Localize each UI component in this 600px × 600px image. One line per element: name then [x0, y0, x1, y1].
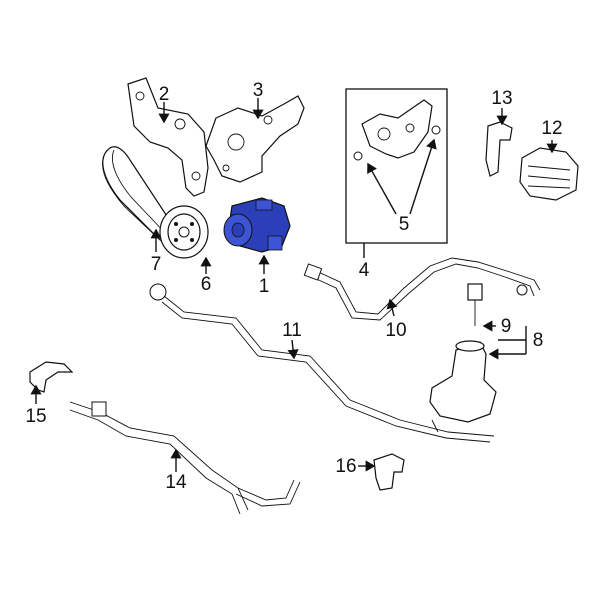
drive-belt: [102, 146, 181, 245]
callout-15: 15: [25, 406, 46, 427]
callout-1: 1: [259, 276, 270, 297]
hose-14: [69, 401, 301, 515]
callout-6: 6: [201, 274, 212, 295]
mounting-bracket: [127, 77, 209, 197]
callout-5: 5: [399, 214, 410, 235]
pressure-line: [149, 283, 495, 443]
callout-16: 16: [335, 456, 356, 477]
module: [519, 147, 579, 201]
reservoir-cap: [467, 283, 483, 326]
callout-13: 13: [491, 88, 512, 109]
power-steering-pump: [223, 197, 291, 253]
pulley: [159, 205, 209, 259]
callout-12: 12: [541, 118, 562, 139]
pump-bracket: [205, 95, 305, 183]
callout-11: 11: [282, 320, 302, 341]
callout-7: 7: [151, 254, 162, 275]
callout-2: 2: [159, 84, 170, 105]
leader-lines: [30, 98, 558, 472]
callout-10: 10: [385, 320, 406, 341]
hose-16: [373, 453, 405, 491]
fluid-reservoir: [429, 340, 497, 433]
callout-3: 3: [253, 80, 264, 101]
callout-4: 4: [359, 260, 370, 281]
callout-8: 8: [533, 330, 544, 351]
return-hose: [303, 257, 541, 321]
bracket-assembly: [353, 99, 441, 161]
callout-14: 14: [165, 472, 187, 493]
reservoir-bracket: [485, 121, 513, 177]
inset-frame: [345, 88, 448, 244]
callout-9: 9: [501, 316, 512, 337]
callout-labels: 1 2 3 4 5 6 7 8 9 10 11 12 13 14 15 16: [25, 80, 562, 493]
